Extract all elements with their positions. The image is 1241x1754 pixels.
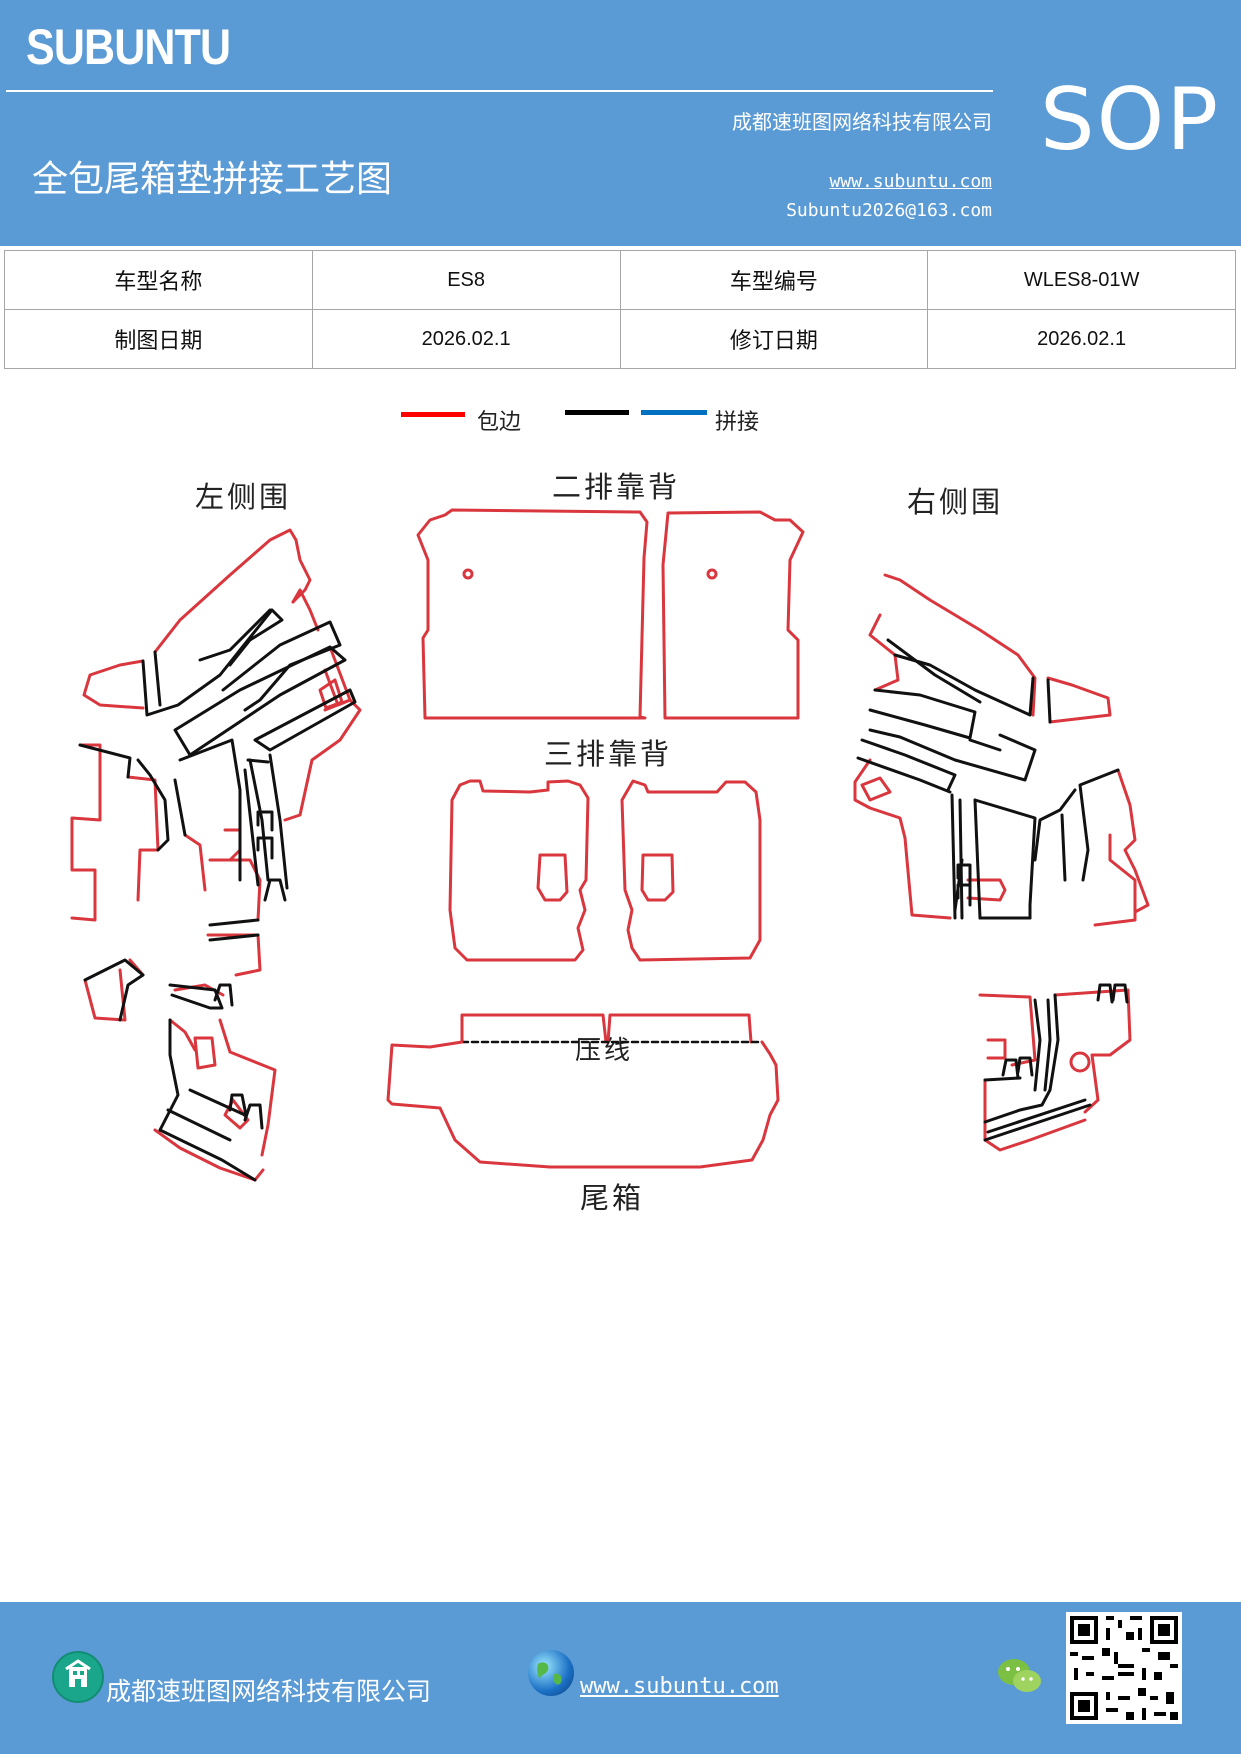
model-name-value: ES8 xyxy=(311,250,621,310)
footer-website-link[interactable]: www.subuntu.com xyxy=(580,1674,779,1699)
third-row-right-panel xyxy=(620,779,762,962)
table-row: 制图日期 2026.02.1 修订日期 2026.02.1 xyxy=(4,309,1236,369)
revision-date-label: 修订日期 xyxy=(619,309,929,369)
building-icon xyxy=(52,1651,104,1703)
legend-red-swatch xyxy=(401,412,465,417)
draw-date-label: 制图日期 xyxy=(4,309,313,369)
second-row-left-panel xyxy=(416,508,649,720)
left-side-label: 左侧围 xyxy=(195,480,291,514)
header-banner: SUBUNTU 成都速班图网络科技有限公司 全包尾箱垫拼接工艺图 www.sub… xyxy=(0,0,1241,246)
right-side-label: 右侧围 xyxy=(907,485,1003,519)
third-row-left-panel xyxy=(448,779,590,962)
legend-black-swatch xyxy=(565,410,629,415)
legend-blue-swatch xyxy=(641,410,707,415)
model-name-label: 车型名称 xyxy=(4,250,313,310)
third-row-label: 三排靠背 xyxy=(544,737,672,771)
third-row-left-handle xyxy=(536,853,569,902)
model-code-label: 车型编号 xyxy=(619,250,929,310)
footer-banner: 成都速班图网络科技有限公司 www.subuntu.com xyxy=(0,1602,1241,1754)
third-row-backrest-pieces xyxy=(448,779,762,962)
trunk-floor-panel xyxy=(386,1040,780,1169)
crease-label: 压线 xyxy=(575,1036,633,1066)
header-email: Subuntu2026@163.com xyxy=(786,200,992,221)
trunk-right-flap xyxy=(606,1013,753,1044)
footer-company: 成都速班图网络科技有限公司 xyxy=(106,1677,432,1706)
header-company: 成都速班图网络科技有限公司 xyxy=(732,110,992,134)
second-row-right-panel xyxy=(661,510,805,720)
header-divider xyxy=(6,90,993,92)
trunk-left-flap xyxy=(460,1013,608,1044)
model-code-value: WLES8-01W xyxy=(927,250,1236,310)
draw-date-value: 2026.02.1 xyxy=(311,309,621,369)
left-side-wall-pieces xyxy=(70,528,362,1182)
wechat-icon[interactable] xyxy=(996,1656,1044,1696)
legend-edge-label: 包边 xyxy=(477,410,522,435)
splicing-diagram: 左侧围 二排靠背 右侧围 三排靠背 压线 尾箱 xyxy=(70,470,1150,1215)
legend: 包边 拼接 xyxy=(0,400,1241,440)
header-website-link[interactable]: www.subuntu.com xyxy=(829,171,992,192)
legend-splice-label: 拼接 xyxy=(715,410,760,435)
second-row-backrest-pieces xyxy=(416,508,805,720)
qr-code xyxy=(1066,1612,1182,1724)
third-row-right-handle xyxy=(640,853,675,902)
sop-badge: SOP xyxy=(1040,70,1221,170)
revision-date-value: 2026.02.1 xyxy=(927,309,1236,369)
document-title: 全包尾箱垫拼接工艺图 xyxy=(32,159,393,200)
second-row-label: 二排靠背 xyxy=(552,470,680,504)
globe-icon xyxy=(528,1650,574,1696)
table-row: 车型名称 ES8 车型编号 WLES8-01W xyxy=(4,250,1236,310)
trunk-pieces xyxy=(386,1013,780,1169)
vehicle-info-table: 车型名称 ES8 车型编号 WLES8-01W 制图日期 2026.02.1 修… xyxy=(4,250,1236,369)
trunk-label: 尾箱 xyxy=(580,1181,644,1215)
brand-logo: SUBUNTU xyxy=(26,19,231,75)
right-side-wall-pieces xyxy=(853,573,1150,1152)
